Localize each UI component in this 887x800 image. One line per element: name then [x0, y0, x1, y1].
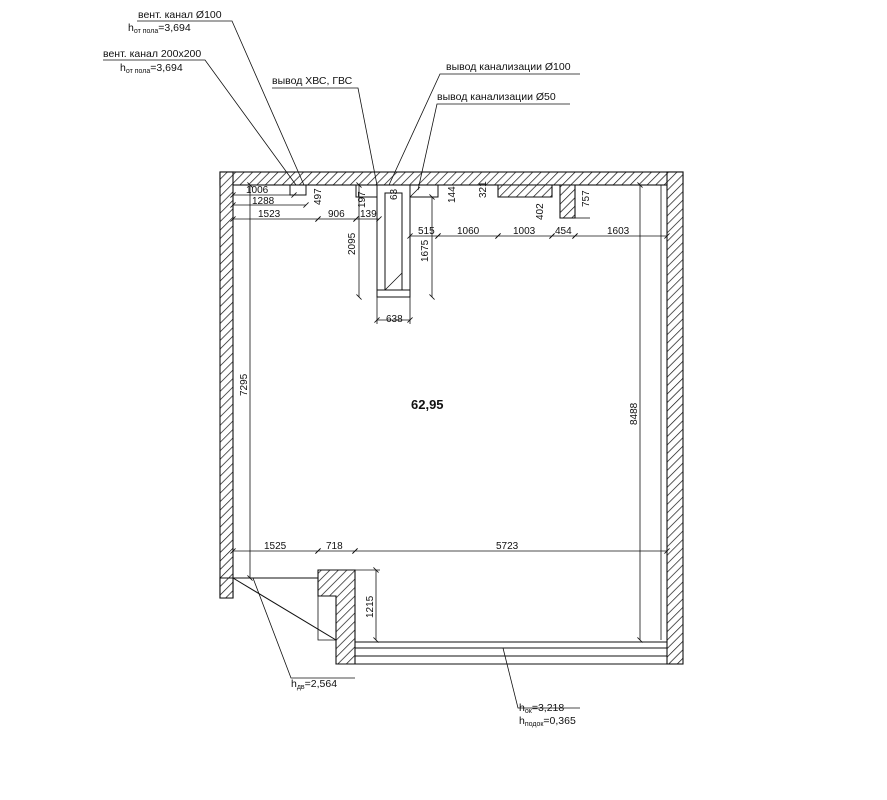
leader-vent200 [103, 59, 297, 186]
dim-7295: 7295 [239, 373, 250, 396]
dim-139: 139 [360, 209, 377, 220]
niche-right [559, 184, 576, 219]
room-area: 62,95 [411, 397, 444, 412]
door-h-prefix: h [291, 678, 297, 690]
window-h-sub: ок [525, 708, 533, 715]
leader-sewer100 [388, 73, 580, 186]
riser-box-1 [355, 184, 378, 198]
window-h-prefix: h [519, 702, 525, 714]
dim-757: 757 [581, 190, 592, 207]
door [232, 577, 337, 641]
dim-454: 454 [555, 226, 572, 237]
dim-63: 63 [389, 188, 400, 200]
dimension-lines [230, 182, 670, 643]
shaft-hatch-1 [384, 272, 403, 291]
vent100-h-sub: от пола [134, 28, 159, 35]
vent200-label: вент. канал 200x200 [103, 48, 201, 60]
dim-1006: 1006 [246, 185, 269, 196]
leader-lines [103, 20, 580, 709]
wall-inner-lines [232, 184, 667, 640]
sill-h-value: =0,365 [543, 715, 576, 727]
dim-1675: 1675 [420, 239, 431, 262]
vent100-h-prefix: h [128, 22, 134, 34]
dim-1215: 1215 [365, 595, 376, 618]
vent100-label: вент. канал Ø100 [138, 9, 222, 21]
vent-box-left [289, 184, 307, 196]
vent200-h-sub: от пола [126, 68, 151, 75]
vent100-h-value: =3,694 [158, 22, 191, 34]
dim-321: 321 [478, 181, 489, 198]
door-h-value: =2,564 [305, 678, 338, 690]
dim-1060: 1060 [457, 226, 480, 237]
riser-box-2 [409, 184, 439, 198]
dim-197: 197 [357, 191, 368, 208]
wall-left-door-jamb [219, 577, 234, 599]
dim-906: 906 [328, 209, 345, 220]
vent200-height: hот пола=3,694 [120, 62, 183, 75]
dim-2095: 2095 [347, 232, 358, 255]
shaft-outer [376, 184, 411, 298]
shaft-cap [376, 289, 411, 298]
door-h-sub: дв [297, 684, 305, 691]
door-swing-arc [317, 596, 336, 641]
walls [219, 171, 684, 665]
leader-window [502, 647, 580, 709]
dim-1523-top: 1523 [258, 209, 281, 220]
dim-1003: 1003 [513, 226, 536, 237]
vent100-height: hот пола=3,694 [128, 22, 191, 35]
dim-402: 402 [535, 203, 546, 220]
window-h-value: =3,218 [532, 702, 565, 714]
niche-left [497, 184, 553, 198]
wall-right [666, 171, 684, 665]
dim-8488: 8488 [629, 402, 640, 425]
dim-515: 515 [418, 226, 435, 237]
wall-left [219, 171, 234, 599]
leader-sewer50 [417, 103, 570, 191]
door-leaf [232, 577, 337, 641]
leader-vent100 [137, 20, 305, 186]
vent200-h-value: =3,694 [150, 62, 183, 74]
dim-1288: 1288 [252, 196, 275, 207]
dim-497: 497 [313, 188, 324, 205]
niches [497, 184, 590, 219]
dim-718: 718 [326, 541, 343, 552]
dimension-labels: 1006 1288 1523 497 906 139 197 63 2095 5… [239, 181, 640, 618]
dim-5723: 5723 [496, 541, 519, 552]
dim-1603: 1603 [607, 226, 630, 237]
wall-bottom-pier [317, 569, 356, 665]
wall-top [219, 171, 684, 186]
leader-water [272, 87, 378, 186]
window [354, 640, 668, 665]
vent200-h-prefix: h [120, 62, 126, 74]
dim-638: 638 [386, 314, 403, 325]
annotations: вент. канал Ø100 hот пола=3,694 вент. ка… [103, 9, 576, 728]
sill-h-prefix: h [519, 715, 525, 727]
sewer100-label: вывод канализации Ø100 [446, 61, 571, 73]
dim-1525: 1525 [264, 541, 287, 552]
leader-door [252, 577, 355, 679]
dim-144: 144 [447, 186, 458, 203]
sill-height: hподок=0,365 [519, 715, 576, 728]
sewer50-label: вывод канализации Ø50 [437, 91, 556, 103]
sill-h-sub: подок [525, 721, 545, 728]
water-outlet-label: вывод ХВС, ГВС [272, 75, 353, 87]
window-height: hок=3,218 [519, 702, 564, 715]
door-height: hдв=2,564 [291, 678, 337, 691]
